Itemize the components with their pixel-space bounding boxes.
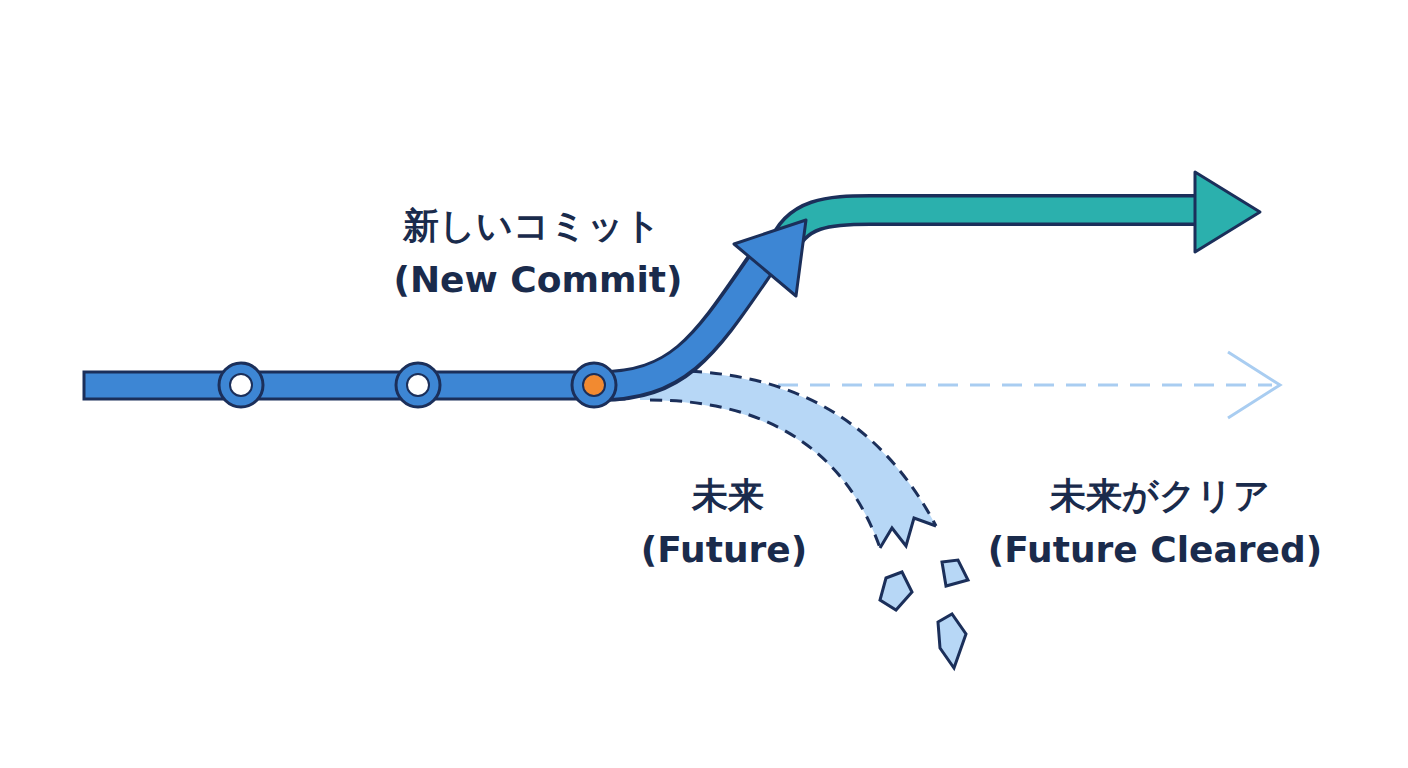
future-band-edge bbox=[650, 400, 880, 548]
head-commit-core bbox=[583, 374, 605, 396]
commit-core bbox=[407, 374, 429, 396]
fragment bbox=[938, 614, 966, 668]
label-text: (New Commit) bbox=[394, 258, 683, 302]
teal-arrow bbox=[782, 210, 1202, 250]
label-text: (Future Cleared) bbox=[988, 528, 1322, 572]
label-text: (Future) bbox=[641, 528, 807, 572]
main-line bbox=[84, 372, 624, 399]
broken-edge bbox=[880, 518, 936, 548]
future-band-edge bbox=[650, 371, 936, 526]
label-text: 未来がクリア bbox=[1050, 474, 1270, 518]
commit-dot bbox=[396, 363, 440, 407]
teal-arrow-head bbox=[1195, 172, 1260, 252]
label-text: 新しいコミット bbox=[403, 204, 661, 248]
fragment bbox=[880, 572, 912, 610]
future-band bbox=[640, 371, 936, 548]
commit-arrow-head bbox=[734, 220, 806, 296]
commit-core bbox=[230, 374, 252, 396]
commit-dot bbox=[572, 363, 616, 407]
fragment bbox=[942, 560, 968, 586]
dashed-arrow-head bbox=[1228, 352, 1280, 418]
label-text: 未来 bbox=[692, 474, 764, 518]
commit-dot bbox=[219, 363, 263, 407]
